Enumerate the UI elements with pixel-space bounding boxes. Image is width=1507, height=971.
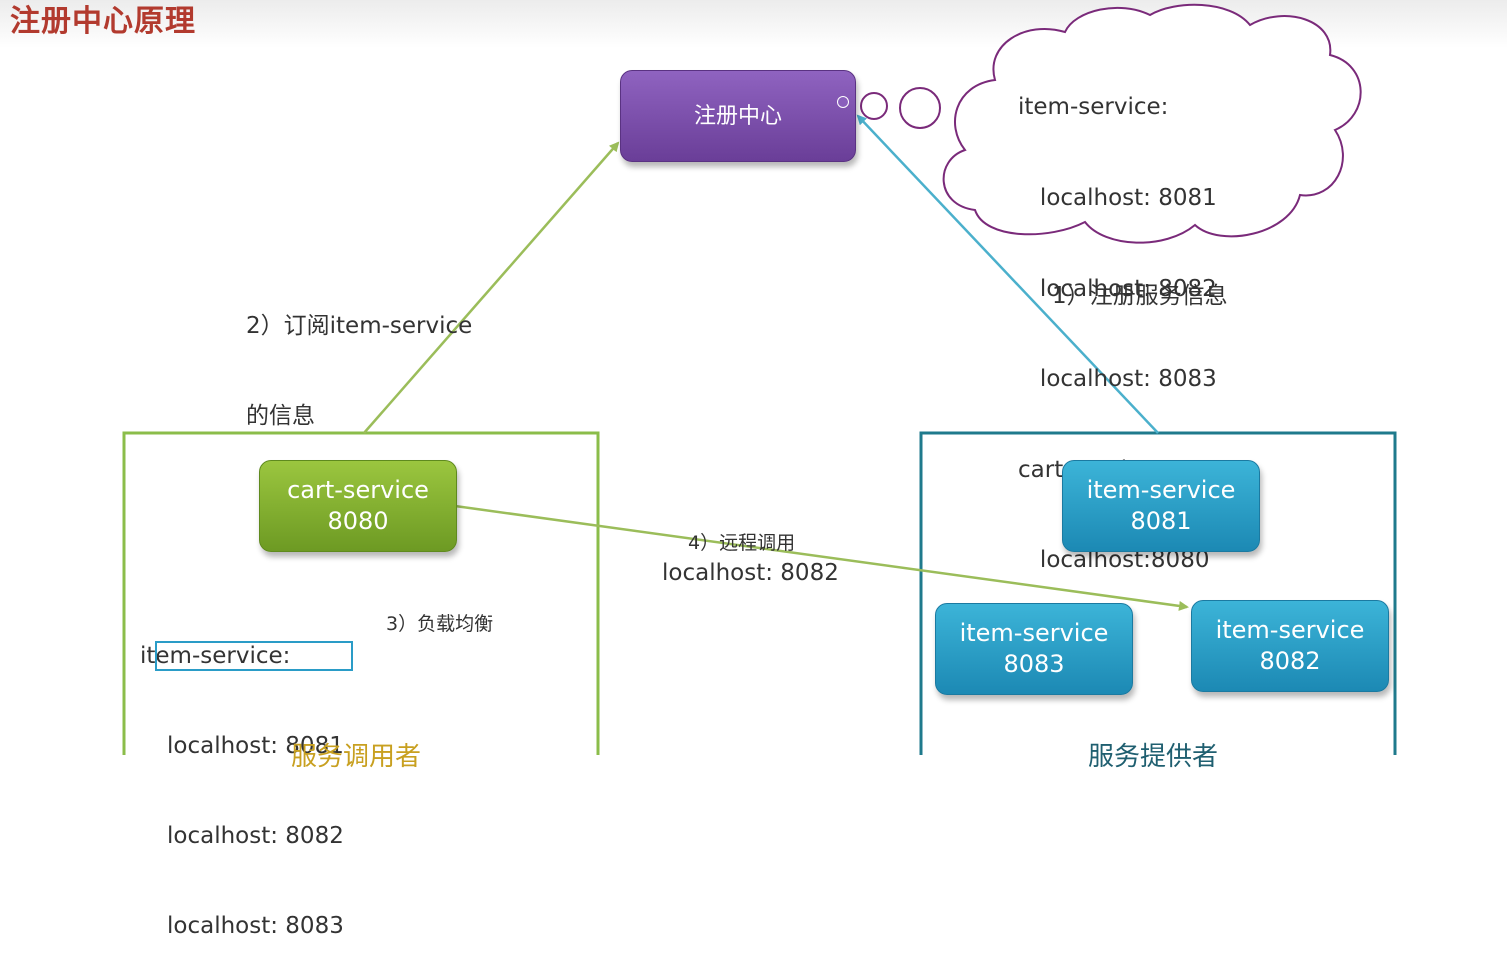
thought-bubble-large (899, 87, 941, 129)
subscribe-arrow (363, 141, 620, 434)
selected-instance-highlight (155, 641, 353, 671)
item-service-name: item-service (959, 619, 1109, 647)
cloud-line: item-service: (1018, 94, 1169, 121)
cart-service-node: cart-service 8080 (259, 460, 457, 552)
item-service-port: 8081 (1130, 507, 1192, 535)
load-balance-label: 3）负载均衡 (386, 613, 494, 635)
register-label: 1）注册服务信息 (1052, 283, 1228, 309)
thought-bubble-small (860, 92, 888, 120)
cloud-line: localhost: 8082 (1018, 275, 1217, 302)
cloud-line: localhost: 8083 (1018, 366, 1217, 393)
diagram-canvas (122, 3, 1397, 755)
item-service-name: item-service (1086, 476, 1236, 504)
remote-call-label: 4）远程调用 (688, 532, 796, 554)
cart-service-port: 8080 (327, 507, 389, 535)
cloud-line: localhost: 8081 (1018, 185, 1217, 212)
item-service-8083-node: item-service 8083 (935, 603, 1133, 695)
cloud-shape (942, 3, 1362, 244)
registry-dot (837, 96, 849, 108)
register-arrow (856, 114, 1159, 434)
consumer-item-list: item-service: localhost: 8081 localhost:… (140, 581, 344, 971)
consumer-box (122, 431, 600, 755)
registry-label: 注册中心 (693, 103, 782, 129)
subscribe-label-line2: 的信息 (246, 403, 315, 429)
consumer-list-item-selected: localhost: 8082 (167, 823, 344, 849)
cart-service-name: cart-service (287, 476, 429, 504)
consumer-list-title: item-service: (140, 643, 291, 669)
item-service-port: 8083 (1003, 650, 1065, 678)
page-title: 注册中心原理 (10, 4, 196, 39)
registry-node: 注册中心 (620, 70, 856, 162)
item-service-name: item-service (1215, 616, 1365, 644)
consumer-list-item: localhost: 8083 (167, 913, 344, 939)
item-service-port: 8082 (1259, 647, 1321, 675)
item-service-8082-node: item-service 8082 (1191, 600, 1389, 692)
subscribe-label-line1: 2）订阅item-service (246, 313, 473, 339)
remote-call-target: localhost: 8082 (662, 560, 839, 586)
item-service-8081-node: item-service 8081 (1062, 460, 1260, 552)
subscribe-label: 2）订阅item-service 的信息 (246, 251, 472, 461)
remote-call-arrow (454, 504, 1189, 611)
